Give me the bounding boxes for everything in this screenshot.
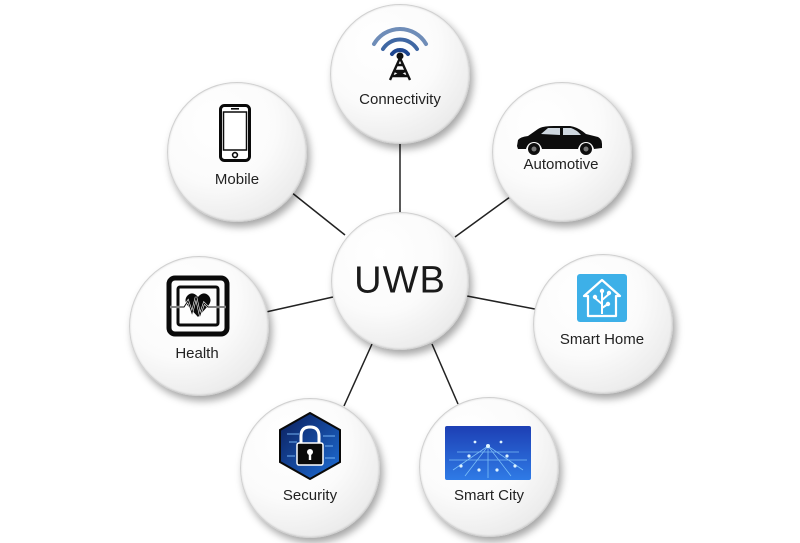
smart-home-icon bbox=[577, 274, 627, 322]
node-automotive bbox=[492, 82, 632, 222]
label-health: Health bbox=[175, 345, 219, 362]
label-connectivity: Connectivity bbox=[359, 91, 441, 108]
connector-automotive bbox=[454, 196, 511, 238]
connector-health bbox=[265, 296, 334, 313]
label-mobile: Mobile bbox=[214, 171, 260, 188]
padlock-icon bbox=[279, 412, 341, 480]
label-security: Security bbox=[282, 487, 338, 504]
label-smart-city: Smart City bbox=[453, 487, 525, 504]
heart-monitor-icon bbox=[166, 275, 230, 337]
connector-smart-home bbox=[466, 295, 541, 311]
label-smart-home: Smart Home bbox=[559, 331, 645, 348]
label-automotive: Automotive bbox=[523, 156, 599, 173]
hub-label: UWB bbox=[354, 259, 446, 302]
antenna-tower-icon bbox=[372, 26, 428, 81]
connector-security bbox=[343, 343, 373, 407]
hub-node bbox=[331, 212, 469, 350]
smartphone-icon bbox=[219, 104, 251, 162]
connector-mobile bbox=[290, 191, 346, 236]
smart-city-icon bbox=[445, 426, 531, 480]
connector-smart-city bbox=[431, 343, 459, 405]
car-icon bbox=[517, 126, 602, 155]
